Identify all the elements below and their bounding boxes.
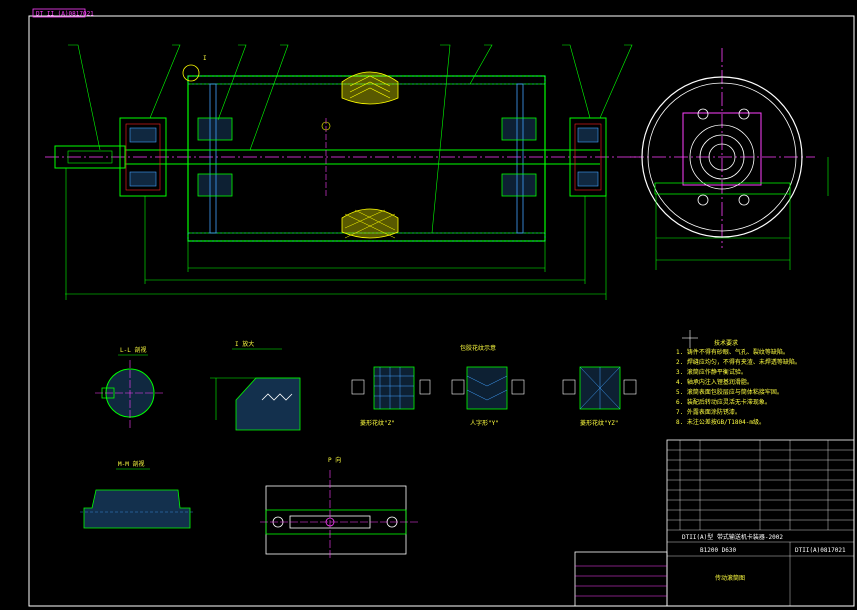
pattern-caption-3: 菱形花纹"YZ" (580, 419, 618, 427)
section-ll-view: L-L 剖视 (95, 346, 165, 430)
title-block: DTII(A)型 带式输送机卡装器-2002 B1200 D630 DTII(A… (574, 439, 855, 607)
tech-req-line-4: 4. 轴承内注入锂基润滑脂。 (676, 378, 753, 386)
technical-requirements: 技术要求 1. 铸件不得有砂眼、气孔、裂纹等缺陷。 2. 焊缝应均匀，不得有夹渣… (676, 330, 801, 426)
tech-req-line-1: 1. 铸件不得有砂眼、气孔、裂纹等缺陷。 (676, 348, 789, 356)
tech-req-line-7: 7. 外露表面涂防锈漆。 (676, 408, 741, 416)
section-mm-label: M-M 剖视 (118, 460, 144, 468)
section-detail-label: I 放大 (235, 340, 254, 348)
callout-I: I (203, 55, 207, 62)
tech-req-line-8: 8. 未注公差按GB/T1804-m级。 (676, 418, 765, 426)
tech-req-line-2: 2. 焊缝应均匀，不得有夹渣、未焊透等缺陷。 (676, 358, 801, 366)
tech-req-line-6: 6. 装配后转动应灵活无卡滞现象。 (676, 398, 771, 406)
corner-tag: DT II (A)0817021 (36, 11, 94, 18)
view-p: P 向 (260, 456, 420, 560)
dimension-lines (65, 168, 607, 300)
end-view (630, 48, 829, 270)
title-block-code-left: B1200 D630 (700, 547, 737, 554)
section-pattern-label: 包胶花纹示意 (460, 344, 496, 352)
drawing-frame: DT II (A)0817021 (28, 8, 855, 607)
title-block-code-right: DTII(A)0817021 (795, 547, 846, 554)
section-ll-label: L-L 剖视 (120, 346, 146, 354)
tech-req-line-3: 3. 滚筒应作静平衡试验。 (676, 368, 747, 376)
tech-req-line-5: 5. 滚筒表面包胶层应与筒体粘接牢固。 (676, 388, 783, 396)
pattern-caption-2: 人字形"Y" (470, 419, 499, 427)
title-block-drawing-name: 传动滚筒图 (715, 574, 745, 582)
pattern-caption-1: 菱形花纹"Z" (360, 419, 395, 427)
section-mm-view: M-M 剖视 (80, 460, 195, 529)
lagging-patterns: 包胶花纹示意 菱形花纹"Z" 人字形"Y" 菱形花纹"YZ" (351, 344, 637, 427)
detail-I-view: I 放大 (210, 340, 301, 431)
tech-req-title: 技术要求 (714, 339, 738, 347)
title-block-main-title: DTII(A)型 带式输送机卡装器-2002 (682, 533, 783, 541)
leader-lines (68, 44, 633, 234)
section-pp-label: P 向 (328, 456, 341, 464)
main-pulley-assembly: I (45, 55, 640, 242)
